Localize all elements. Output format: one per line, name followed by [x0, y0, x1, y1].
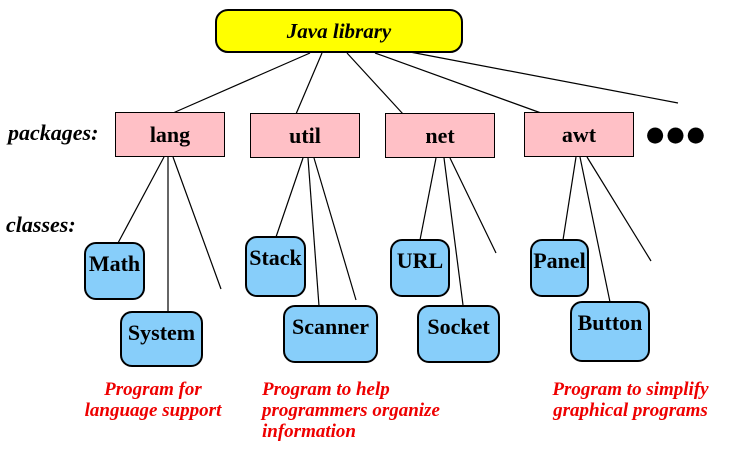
- edge-root-lang: [172, 52, 311, 114]
- packages-row-label: packages:: [8, 120, 99, 145]
- edge-root-awt: [374, 52, 542, 114]
- classes-row-label: classes:: [6, 212, 76, 237]
- edge-net-url: [419, 157, 437, 241]
- package-node-lang: lang: [115, 112, 225, 157]
- class-node-scanner: Scanner: [283, 305, 378, 363]
- edge-util-scanner: [307, 157, 320, 307]
- caption-util: Program to help programmers organize inf…: [262, 379, 440, 442]
- class-node-button: Button: [570, 301, 650, 362]
- class-node-math: Math: [84, 242, 145, 300]
- package-node-awt: awt: [524, 112, 634, 157]
- edge-net-more: [449, 157, 497, 254]
- class-node-stack: Stack: [245, 236, 306, 297]
- edge-awt-panel: [562, 156, 577, 241]
- edge-root-util: [295, 52, 323, 115]
- edge-awt-button: [579, 156, 611, 303]
- node-java-library: Java library: [215, 9, 463, 53]
- package-node-net: net: [385, 113, 495, 158]
- class-node-panel: Panel: [530, 239, 589, 297]
- edge-root-net: [346, 52, 404, 115]
- edge-lang-math: [117, 156, 165, 244]
- edge-lang-more: [172, 156, 222, 290]
- caption-lang: Program for language support: [84, 379, 222, 421]
- ellipsis-icon: ●●●: [646, 122, 707, 146]
- class-node-url: URL: [390, 239, 450, 297]
- edge-net-socket: [443, 157, 464, 306]
- edge-root-more: [409, 51, 679, 104]
- edge-util-more: [313, 157, 357, 301]
- edge-util-stack: [275, 157, 304, 238]
- caption-awt: Program to simplify graphical programs: [552, 379, 709, 421]
- class-node-system: System: [120, 311, 203, 367]
- edge-awt-more: [586, 156, 652, 262]
- package-node-util: util: [250, 113, 360, 158]
- class-node-socket: Socket: [417, 305, 500, 363]
